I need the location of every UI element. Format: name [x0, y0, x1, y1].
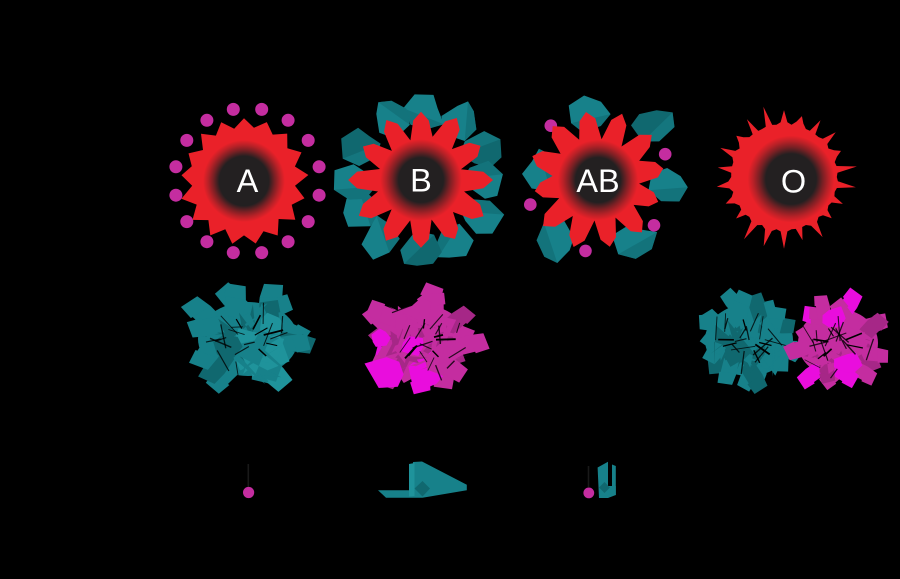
svg-text:A: A: [237, 163, 259, 199]
svg-text:AB: AB: [576, 163, 619, 199]
svg-text:B: B: [410, 163, 432, 199]
svg-text:O: O: [781, 164, 806, 200]
